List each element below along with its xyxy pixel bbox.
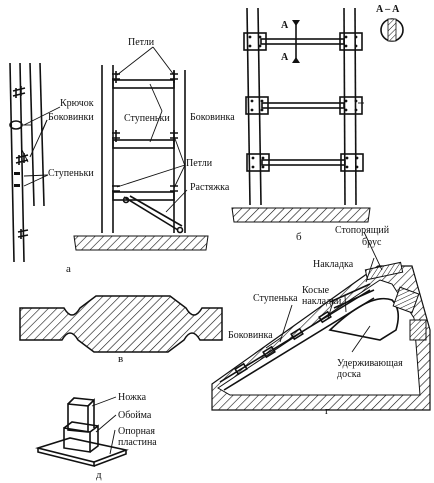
section-section-label: A – A xyxy=(376,4,400,15)
leg-detail xyxy=(35,397,129,468)
label-steps-a: Ступеньки xyxy=(48,168,94,179)
label-stopper-2: брус xyxy=(362,237,382,248)
label-holding-1: Удерживающая xyxy=(337,358,403,369)
label-plate-1: Опорная xyxy=(118,426,155,437)
leader-lines-d xyxy=(91,396,117,455)
label-steps-mid: Ступеньки xyxy=(124,113,170,124)
label-oblique-pads-2: накладки xyxy=(302,296,342,307)
section-mark-bottom: A xyxy=(281,52,289,63)
sublabel-a: а xyxy=(66,263,71,275)
label-stringer-g: Боковинка xyxy=(228,330,273,341)
leader-lines-a xyxy=(21,106,61,187)
sublabel-g: г xyxy=(325,405,330,417)
folded-ladder xyxy=(9,62,45,263)
leader-lines-open xyxy=(116,46,188,213)
step-cross-section xyxy=(19,295,223,353)
sublabel-v: в xyxy=(118,353,123,365)
label-pad: Накладка xyxy=(313,259,354,270)
label-stringers-a: Боковинки xyxy=(48,112,94,123)
label-stopper-1: Стопорящий xyxy=(335,225,390,236)
leader-lines-g xyxy=(265,231,383,353)
sublabel-b: б xyxy=(296,231,302,243)
label-hinges-top: Петли xyxy=(128,37,155,48)
label-clamp: Обойма xyxy=(118,410,152,421)
label-brace: Растяжка xyxy=(190,182,230,193)
ladder-front xyxy=(231,7,371,223)
hinged-ladder xyxy=(73,65,209,251)
label-plate-2: пластина xyxy=(118,437,157,448)
label-leg: Ножка xyxy=(118,392,147,403)
label-holding-2: доска xyxy=(337,369,361,380)
roof-ladder xyxy=(211,261,431,411)
label-oblique-pads-1: Косые xyxy=(302,285,330,296)
label-step-g: Ступенька xyxy=(253,293,298,304)
label-hook: Крючок xyxy=(60,98,94,109)
label-stringer-b: Боковинка xyxy=(190,112,235,123)
section-mark-top: A xyxy=(281,20,289,31)
sublabel-d: д xyxy=(96,469,102,481)
label-hinges-mid: Петли xyxy=(186,158,213,169)
section-circle xyxy=(380,18,404,42)
